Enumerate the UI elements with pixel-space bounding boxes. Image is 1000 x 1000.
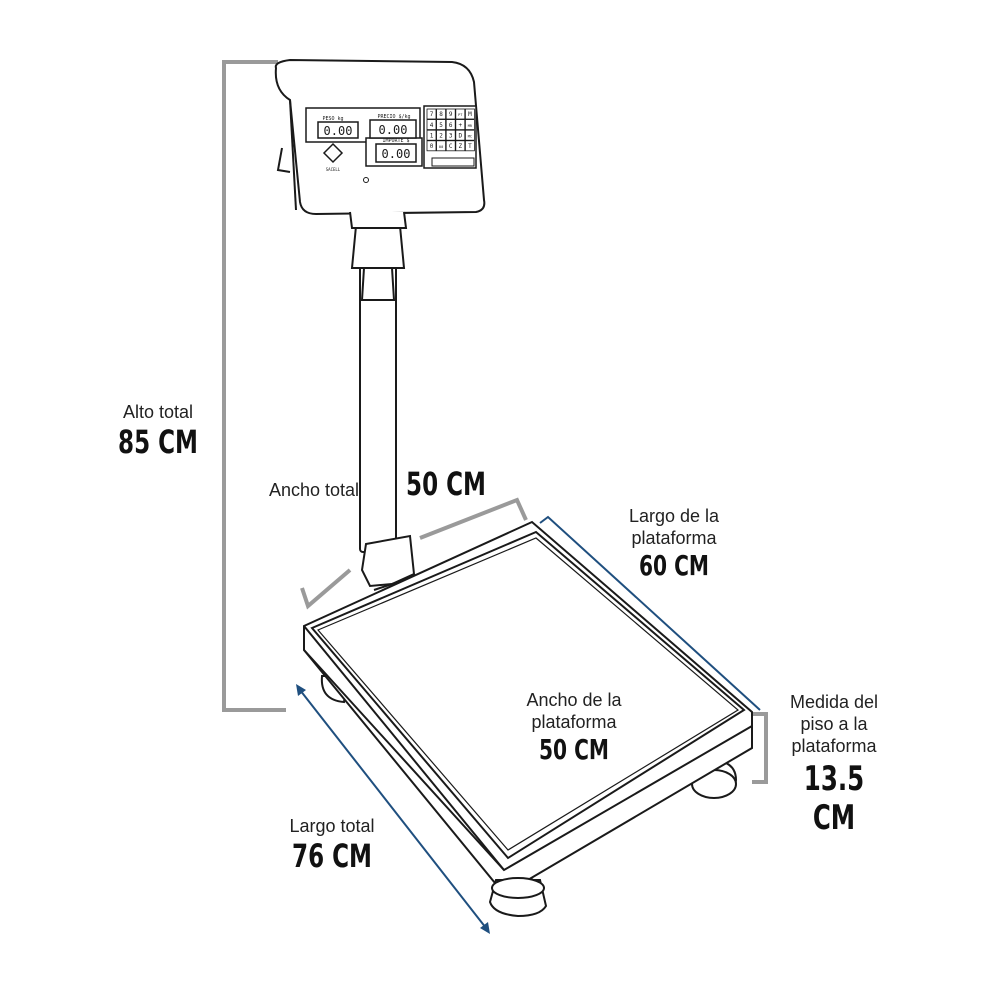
- largo-plataforma-label-1: Largo de la: [628, 506, 720, 526]
- medida-piso-bracket: [752, 712, 768, 784]
- keypad-key: [426, 108, 437, 120]
- keypad-key: [464, 108, 475, 120]
- keypad-key-label: +: [458, 122, 462, 129]
- label-peso: PESO kg: [322, 116, 343, 122]
- keypad-key-label: 4: [430, 122, 434, 129]
- ancho-plataforma-label-2: plataforma: [531, 712, 617, 732]
- keypad-key-label: 1: [430, 132, 434, 139]
- largo-total-value: 76 CM: [292, 837, 372, 875]
- keypad-key: [464, 140, 475, 152]
- keypad-key-label: T: [468, 143, 472, 150]
- ancho-plataforma-label-1: Ancho de la: [526, 690, 622, 710]
- indicator-light: [363, 177, 369, 183]
- keypad-key-label: MC: [468, 134, 472, 138]
- keypad-key-label: MR: [468, 124, 473, 128]
- keypad-key-label: 00: [439, 145, 443, 149]
- platform-top: [310, 530, 746, 860]
- pole: [350, 225, 416, 591]
- keypad-key: [445, 140, 456, 152]
- brand-text: SACELL: [326, 167, 341, 172]
- keypad-key-label: 5: [439, 122, 443, 129]
- keypad-key: [426, 119, 437, 130]
- keypad-key: [464, 119, 475, 130]
- value-importe: 0.00: [382, 147, 411, 161]
- ancho-total-bracket: [300, 497, 528, 610]
- screen-peso: [317, 121, 359, 139]
- keypad-key: [436, 140, 447, 152]
- keypad-key-label: 0: [430, 143, 434, 150]
- label-precio: PRECIO $/kg: [377, 114, 410, 120]
- keypad-key: [436, 129, 447, 141]
- keypad-key: [445, 129, 456, 141]
- keypad-key: [426, 129, 437, 141]
- keypad-key: [436, 108, 447, 120]
- keypad-key: [464, 129, 475, 141]
- keypad-key: [455, 129, 466, 141]
- largo-total-arrowhead-top: [296, 684, 306, 696]
- screen-precio: [369, 119, 417, 139]
- keypad-key-label: 3: [449, 132, 453, 139]
- keypad-key-label: 6: [449, 122, 453, 129]
- largo-plataforma-label-2: plataforma: [631, 528, 717, 548]
- screen-importe: [375, 143, 417, 163]
- ancho-plataforma-value: 50 CM: [539, 733, 609, 766]
- alto-total-value: 85 CM: [118, 423, 198, 461]
- alto-total-label: Alto total: [122, 402, 194, 422]
- keypad-key: [436, 119, 447, 130]
- medida-piso-value: 13.5 CM: [803, 759, 865, 839]
- keypad-key-label: D: [458, 132, 462, 139]
- ancho-total-value: 50 CM: [406, 465, 486, 503]
- keypad-key-label: 2: [439, 132, 443, 139]
- keypad-key: [455, 119, 466, 130]
- largo-plataforma-value: 60 CM: [639, 549, 709, 582]
- keypad-key-label: Z: [458, 143, 462, 150]
- keypad-key: [445, 119, 456, 130]
- alto-total-bracket: [222, 60, 286, 712]
- medida-piso-label-3: plataforma: [791, 736, 877, 756]
- keypad-key: [455, 140, 466, 152]
- largo-total-label: Largo total: [289, 816, 375, 836]
- keypad-strip: [431, 157, 475, 167]
- keypad-key: [426, 140, 437, 152]
- largo-total-arrowhead-bottom: [480, 922, 490, 934]
- label-importe: IMPORTE $: [382, 138, 409, 144]
- keypad-key-label: 7: [430, 111, 434, 118]
- value-precio: 0.00: [379, 123, 408, 137]
- keypad-key-label: 8: [439, 111, 443, 118]
- keypad-key-label: C: [449, 143, 453, 150]
- keypad-key: [455, 108, 466, 120]
- value-peso: 0.00: [324, 124, 353, 138]
- keypad-key-label: 9: [449, 111, 453, 118]
- keypad-key: [445, 108, 456, 120]
- medida-piso-label-2: piso a la: [800, 714, 868, 734]
- keypad-key-label: M: [468, 111, 472, 118]
- medida-piso-label-1: Medida del: [789, 692, 879, 712]
- largo-total-arrow: [299, 689, 487, 929]
- brand-logo: [322, 142, 344, 164]
- largo-plataforma-line: [539, 515, 761, 711]
- platform: [303, 520, 753, 918]
- keypad-key-label: PT: [458, 113, 463, 117]
- ancho-total-label: Ancho total: [268, 480, 360, 500]
